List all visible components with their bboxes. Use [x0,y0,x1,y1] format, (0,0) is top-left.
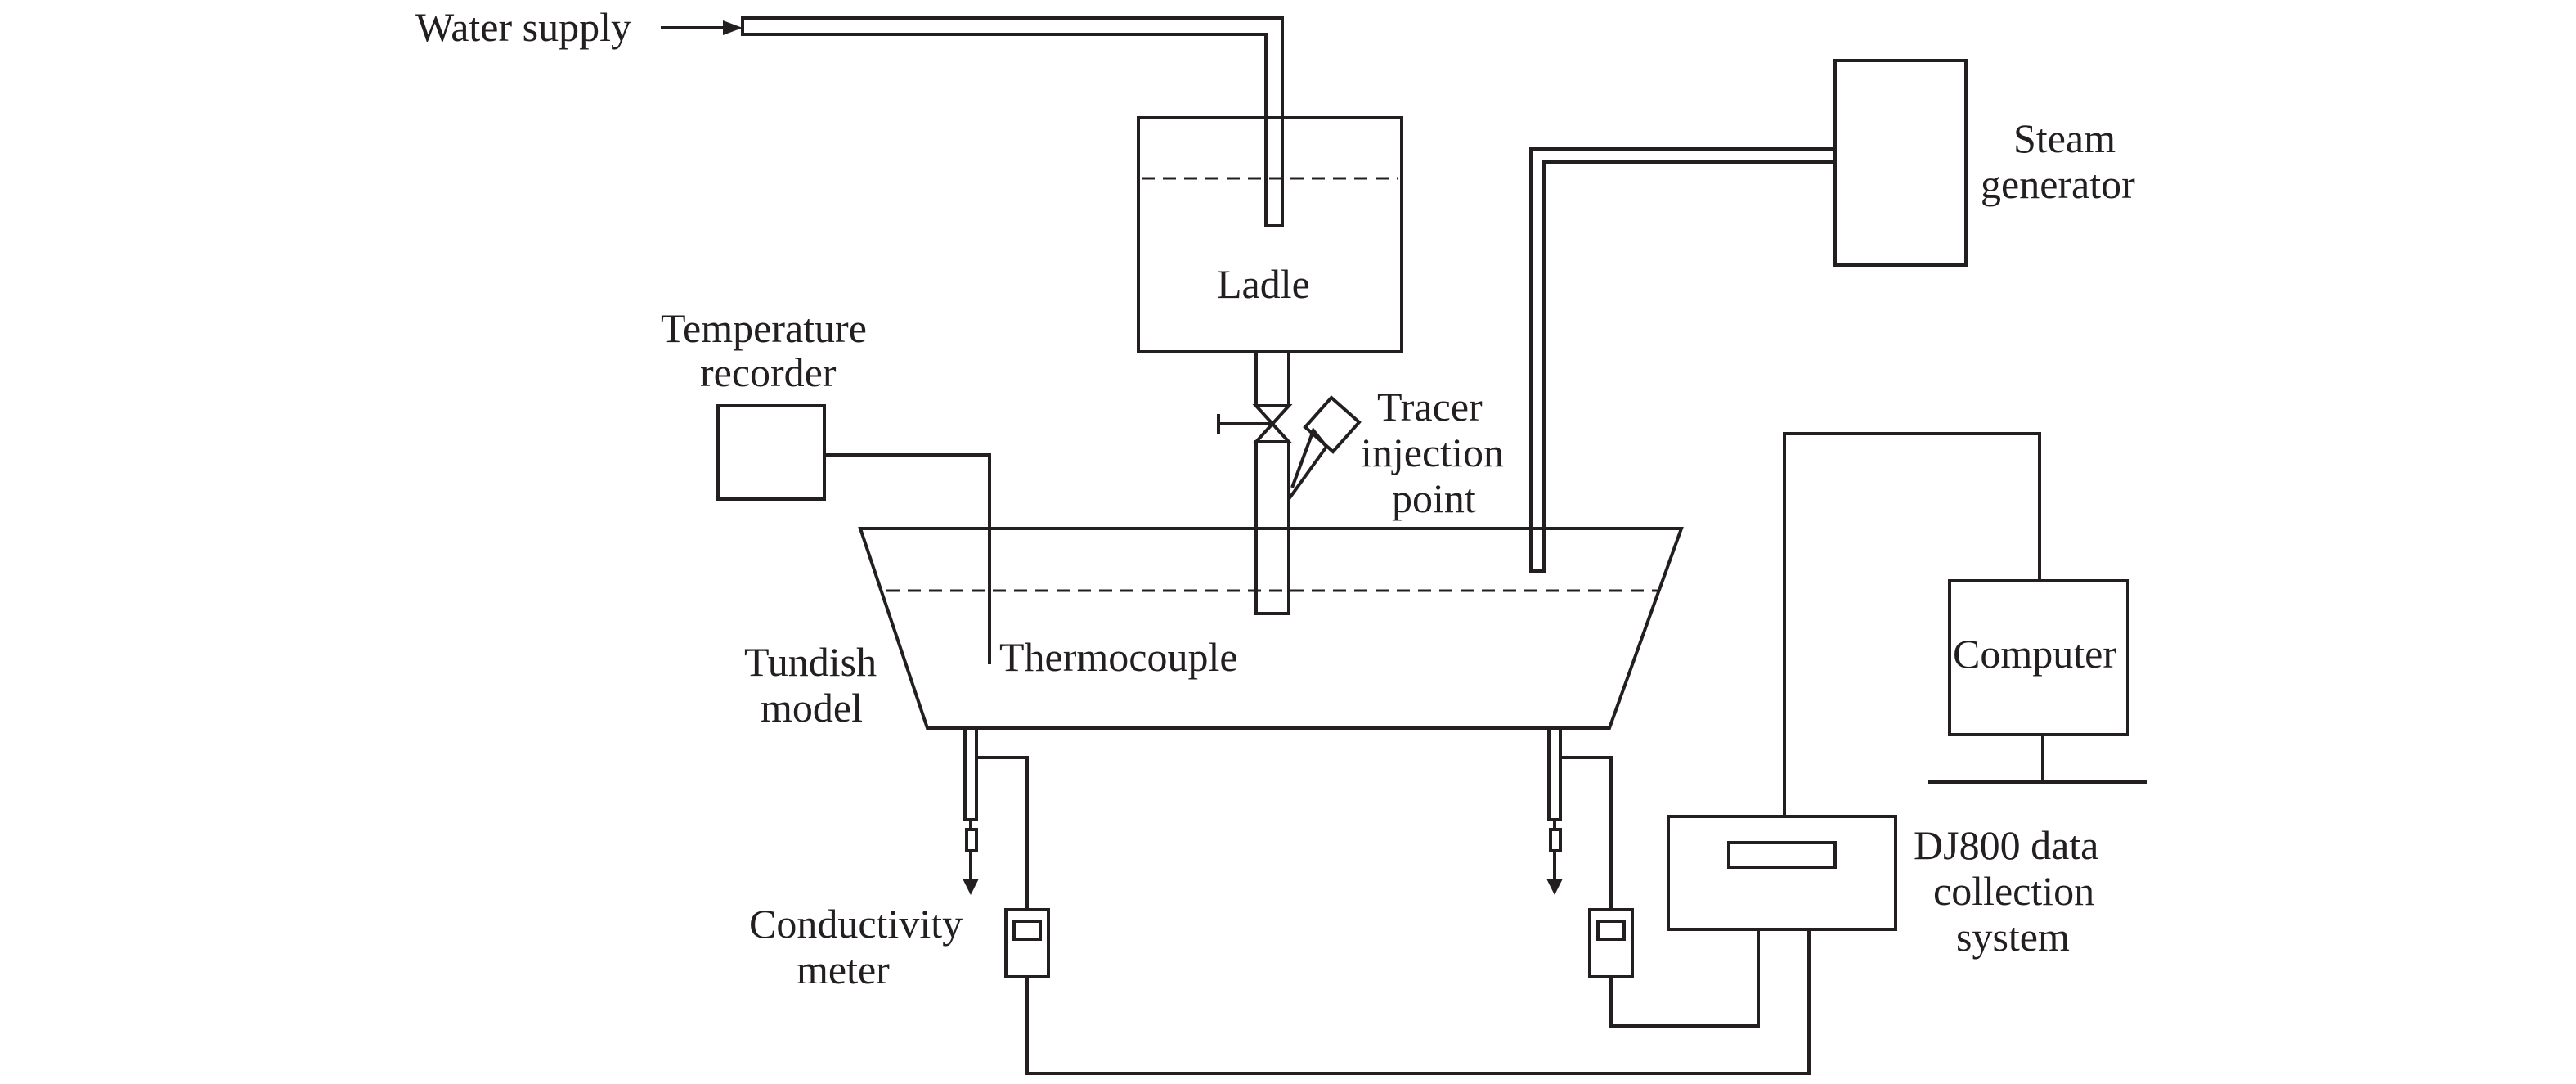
tundish-model [858,527,1684,730]
left-probe-wire [978,756,1029,910]
left-meter-to-dj800-cable [1025,929,1811,1075]
tundish-group: Tundish model [744,527,1684,731]
steam-generator [1833,59,1968,267]
steam-generator-group: Steam generator [1529,59,2135,573]
ladle-group: Ladle [1137,116,1403,615]
conductivity-label-line-1: Conductivity [749,901,963,947]
tundish-label-line-1: Tundish [744,639,877,685]
left-outlet-nozzle [963,726,978,821]
right-outlet-group [1546,726,1634,978]
water-supply-label: Water supply [415,4,631,50]
dj800-label-line-2: collection [1933,868,2094,914]
dj800-to-computer-cable [1783,432,2041,816]
right-outlet-nozzle [1547,726,1562,821]
conductivity-meter-label: Conductivity meter [749,901,973,992]
conductivity-meter-label-group: Conductivity meter [749,901,973,992]
tundish-label-line-2: model [761,685,863,731]
dj800-label: DJ800 data collection system [1914,822,2109,960]
tracer-label-line-2: injection [1361,430,1504,475]
thermocouple-label: Thermocouple [999,634,1238,680]
tracer-label-line-3: point [1392,475,1476,521]
computer-label: Computer [1953,631,2116,677]
left-outlet-group [963,726,1050,978]
temp-label-line-2: recorder [700,349,837,395]
tracer-injection-label: Tracer injection point [1361,384,1514,521]
steam-generator-label: Steam generator [1981,115,2135,207]
conductivity-label-line-2: meter [797,947,890,992]
left-meter-display [1012,920,1042,941]
dj800-label-line-3: system [1956,914,2070,960]
dj800-group: DJ800 data collection system [1025,432,2109,1075]
temp-label-line-1: Temperature [661,305,867,351]
water-supply-arrowhead [723,20,743,35]
steam-pipe [1529,147,1835,573]
ladle-nozzle [1254,352,1290,407]
computer-monitor [1948,579,2129,736]
steam-label-line-2: generator [1981,161,2135,207]
tracer-injection-group: Tracer injection point [1287,384,1514,521]
right-meter-display [1596,920,1626,941]
water-supply-pipe [741,16,1284,227]
right-meter-to-dj800-cable [1609,929,1760,1028]
right-probe-wire [1562,756,1613,910]
dj800-data-collection-system [1667,815,1897,931]
tundish-model-label: Tundish model [744,639,887,731]
temperature-recorder-group: Temperature recorder Thermocouple [661,305,1238,680]
steam-label-line-1: Steam [2013,115,2116,161]
ladle [1137,116,1403,353]
temperature-recorder [716,404,826,501]
right-outlet-sampler [1549,828,1562,852]
right-outlet-arrowhead [1546,879,1563,895]
left-outlet-sampler [965,828,978,852]
ladle-label: Ladle [1217,261,1310,307]
dj800-display [1727,841,1837,869]
dj800-label-line-1: DJ800 data [1914,822,2098,868]
computer-group: Computer [1928,579,2147,784]
water-supply-group: Water supply [415,4,1284,227]
tracer-label-line-1: Tracer [1377,384,1483,430]
thermocouple-wire [824,453,991,664]
tracer-injector [1303,395,1362,454]
temperature-recorder-label: Temperature recorder [661,305,877,395]
left-outlet-arrowhead [963,879,979,895]
